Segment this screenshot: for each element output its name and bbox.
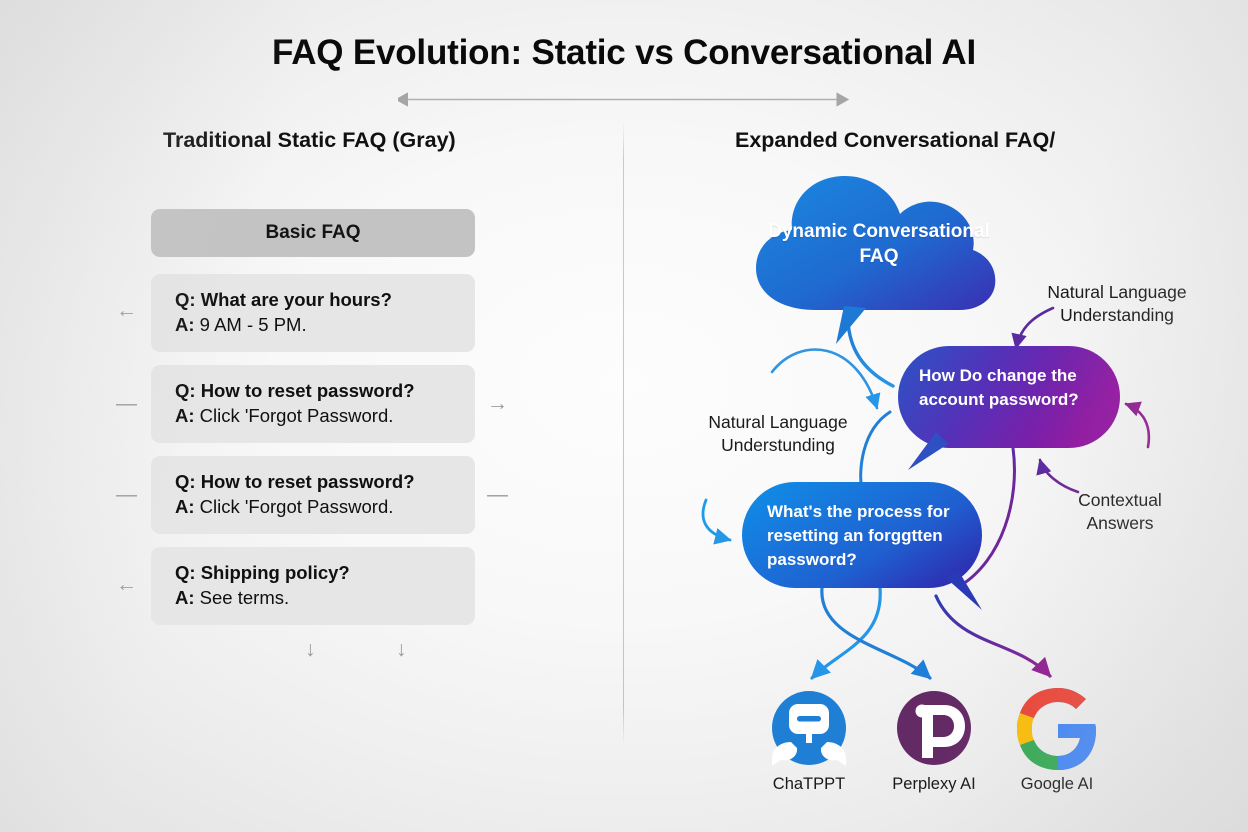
answer-prefix: A: xyxy=(175,586,195,608)
right-dash-mark: — xyxy=(487,483,508,506)
left-column-heading: Traditional Static FAQ (Gray) xyxy=(163,128,456,152)
faq-question: Q: How to reset password? xyxy=(175,471,415,492)
answer-text: Click 'Forgot Password. xyxy=(194,495,394,517)
faq-answer: A: See terms. xyxy=(175,586,475,611)
annotation-nlu-left: Natural Language Understunding xyxy=(708,412,848,456)
left-arrow-mark: ← xyxy=(116,573,137,596)
perplexity-label: Perplexy AI xyxy=(892,775,976,793)
annotation-contextual: Contextual Answers xyxy=(1078,490,1162,534)
faq-answer: A: Click 'Forgot Password. xyxy=(175,404,475,429)
answer-text: Click 'Forgot Password. xyxy=(194,404,394,426)
perplexity-logo xyxy=(897,691,971,765)
right-arrow-mark: → xyxy=(487,392,508,415)
faq-question: Q: How to reset password? xyxy=(175,380,415,401)
google-logo xyxy=(1017,688,1096,770)
left-dash-mark: — xyxy=(116,392,137,415)
faq-answer: A: 9 AM - 5 PM. xyxy=(175,313,475,338)
down-arrow-mark: ↓ xyxy=(305,638,316,661)
down-arrow-mark: ↓ xyxy=(396,638,407,661)
left-dash-mark: — xyxy=(116,483,137,506)
faq-card[interactable]: Q: Shipping policy? A: See terms. xyxy=(151,547,475,625)
answer-prefix: A: xyxy=(175,313,195,335)
faq-card[interactable]: Q: How to reset password? A: Click 'Forg… xyxy=(151,365,475,443)
blue-bubble-text: What's the process for resetting an forg… xyxy=(767,502,950,570)
left-arrow-mark: ← xyxy=(116,299,137,322)
comparison-double-arrow xyxy=(398,92,850,107)
annotation-nlu-top: Natural Language Understanding xyxy=(1047,282,1187,326)
answer-text: See terms. xyxy=(194,586,290,608)
right-column-heading: Expanded Conversational FAQ/ xyxy=(735,128,1056,152)
faq-question: Q: Shipping policy? xyxy=(175,562,350,583)
faq-question: Q: What are your hours? xyxy=(175,289,392,310)
answer-text: 9 AM - 5 PM. xyxy=(194,313,307,335)
google-label: Google AI xyxy=(1020,775,1094,793)
faq-answer: A: Click 'Forgot Password. xyxy=(175,495,475,520)
basic-faq-header: Basic FAQ xyxy=(151,209,475,257)
answer-prefix: A: xyxy=(175,404,195,426)
page-title: FAQ Evolution: Static vs Conversational … xyxy=(271,33,977,72)
cloud-label: Dynamic Conversational FAQ xyxy=(768,221,990,268)
faq-card[interactable]: Q: What are your hours? A: 9 AM - 5 PM. xyxy=(151,274,475,352)
chatgpt-logo xyxy=(772,691,846,766)
chatgpt-label: ChaTPPT xyxy=(772,775,846,793)
purple-bubble-text: How Do change the account password? xyxy=(919,366,1079,410)
answer-prefix: A: xyxy=(175,495,195,517)
column-divider xyxy=(623,122,624,745)
faq-card[interactable]: Q: How to reset password? A: Click 'Forg… xyxy=(151,456,475,534)
